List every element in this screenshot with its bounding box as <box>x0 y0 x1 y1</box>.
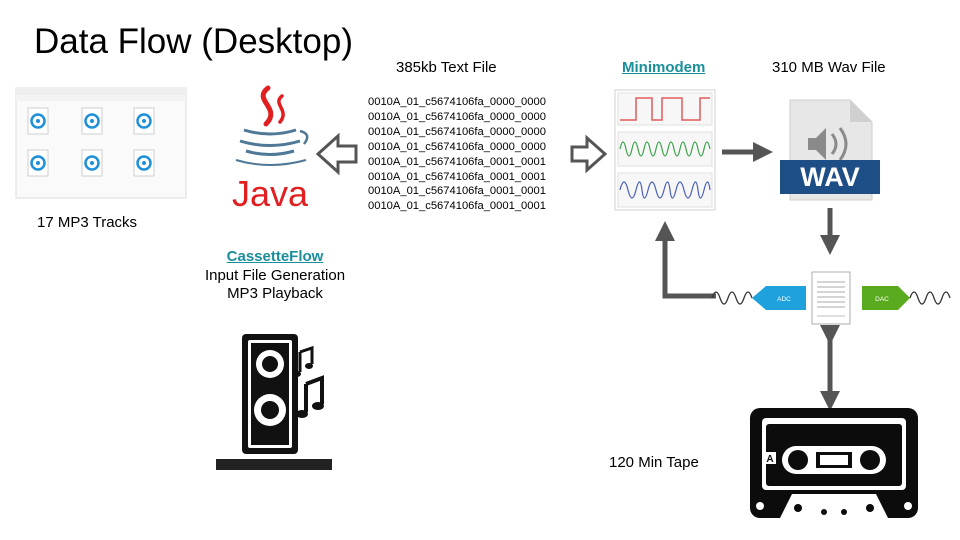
minimodem-signal-plot <box>614 89 716 211</box>
dac-label: DAC <box>875 296 889 303</box>
speaker-music-icon <box>216 334 332 470</box>
digital-data-page <box>811 271 851 325</box>
text-file-lines: 0010A_01_c5674106fa_0000_0000 0010A_01_c… <box>368 95 546 214</box>
wav-badge-text: WAV <box>800 162 860 192</box>
mp3-folder-window <box>15 87 187 199</box>
text-file-line: 0010A_01_c5674106fa_0001_0001 <box>368 170 546 183</box>
minimodem-link[interactable]: Minimodem <box>622 59 706 76</box>
tape-label: 120 Min Tape <box>609 454 699 471</box>
mp3-file-icon <box>133 149 155 177</box>
cassette-tape-icon: A <box>750 408 918 518</box>
text-file-line: 0010A_01_c5674106fa_0001_0001 <box>368 200 546 213</box>
tape-side-label: A <box>766 454 773 465</box>
adc-label: ADC <box>777 296 791 303</box>
text-file-line: 0010A_01_c5674106fa_0001_0001 <box>368 185 546 198</box>
text-file-line: 0010A_01_c5674106fa_0000_0000 <box>368 96 546 108</box>
cassetteflow-link[interactable]: CassetteFlow <box>226 248 324 265</box>
cassetteflow-block: CassetteFlow Input File Generation MP3 P… <box>190 248 360 302</box>
input-waveform <box>711 291 753 305</box>
mp3-file-icon <box>81 149 103 177</box>
mp3-tracks-label: 17 MP3 Tracks <box>37 214 138 231</box>
hollow-arrow-right-icon <box>570 134 608 174</box>
text-file-line: 0010A_01_c5674106fa_0000_0000 <box>368 140 546 153</box>
text-file-label: 385kb Text File <box>396 59 497 76</box>
java-logo-text: Java <box>232 173 309 214</box>
wav-file-icon: WAV <box>780 99 880 201</box>
text-file-line: 0010A_01_c5674106fa_0001_0001 <box>368 155 546 168</box>
cassetteflow-line: Input File Generation <box>204 267 346 284</box>
mp3-file-icon <box>81 107 103 135</box>
hollow-arrow-left-icon <box>315 132 358 176</box>
dac-block: DAC <box>862 286 910 310</box>
java-logo-icon: Java <box>232 85 309 214</box>
text-file-line: 0010A_01_c5674106fa_0000_0000 <box>368 110 546 123</box>
cassetteflow-line: MP3 Playback <box>227 285 323 302</box>
mp3-file-icon <box>27 149 49 177</box>
page-title: Data Flow (Desktop) <box>34 22 353 61</box>
output-waveform <box>909 291 951 305</box>
wav-file-label: 310 MB Wav File <box>772 59 886 76</box>
arrow-adc-to-minimodem <box>655 221 716 299</box>
text-file-line: 0010A_01_c5674106fa_0000_0000 <box>368 125 546 138</box>
adc-block: ADC <box>752 286 806 310</box>
mp3-file-icon <box>27 107 49 135</box>
mp3-file-icon <box>133 107 155 135</box>
